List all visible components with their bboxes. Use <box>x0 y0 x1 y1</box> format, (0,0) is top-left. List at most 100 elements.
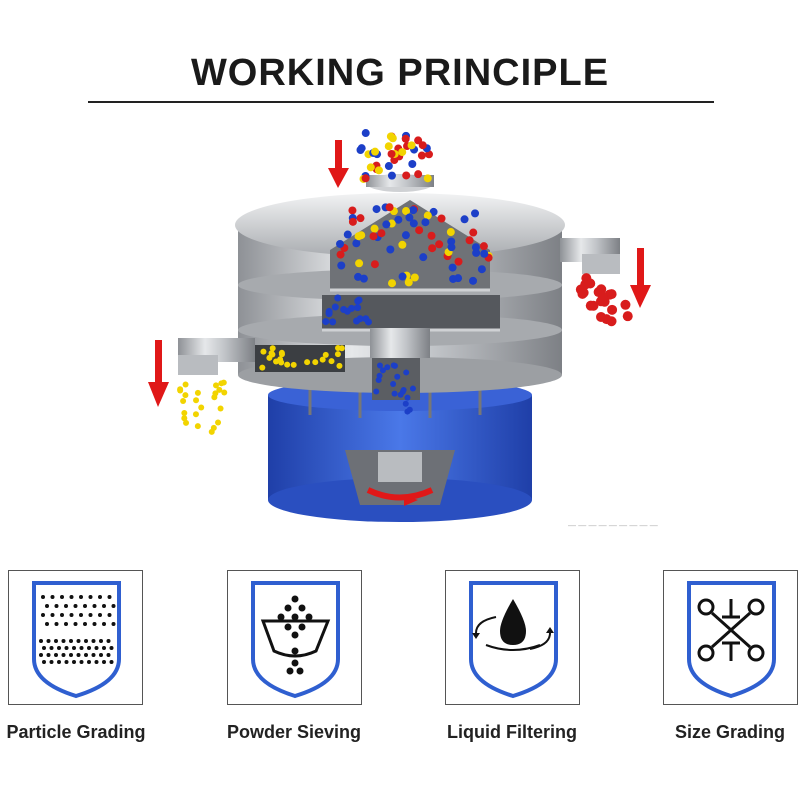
icon-dot <box>298 604 306 612</box>
particle <box>336 250 345 259</box>
feature-label-liquid-filtering: Liquid Filtering <box>447 722 577 742</box>
icon-dot <box>73 622 78 626</box>
icon-dot <box>60 595 64 599</box>
icon-dot <box>91 639 96 643</box>
icon-dot <box>107 595 112 599</box>
icon-dot <box>111 604 116 608</box>
particle <box>479 242 488 251</box>
particle <box>181 410 188 417</box>
icon-dot <box>50 595 55 599</box>
icon-dot <box>83 604 87 608</box>
particle <box>480 249 489 258</box>
particle <box>273 358 280 365</box>
particle <box>384 162 393 171</box>
particle <box>371 147 380 156</box>
particle <box>401 231 410 240</box>
icon-dot <box>92 604 97 608</box>
particle <box>208 428 215 435</box>
particle <box>469 228 478 237</box>
particle <box>449 274 458 283</box>
icon-dot <box>284 604 292 612</box>
particle <box>340 306 348 314</box>
particle <box>398 148 407 157</box>
particle <box>620 299 631 310</box>
particle <box>269 345 276 352</box>
particle <box>404 394 411 401</box>
particle <box>376 362 383 369</box>
particle <box>377 229 386 238</box>
particle-grading-icon <box>32 581 121 699</box>
particle <box>406 406 413 413</box>
particle <box>428 244 437 253</box>
particle <box>216 386 223 393</box>
icon-dot <box>64 604 68 608</box>
particle <box>329 318 337 326</box>
particle <box>361 129 370 138</box>
particle <box>370 260 379 269</box>
particle <box>334 345 341 352</box>
icon-dot <box>39 653 43 657</box>
icon-dot <box>46 653 51 657</box>
particle <box>408 160 417 169</box>
particle <box>376 372 383 379</box>
particle <box>198 404 205 411</box>
icon-dot <box>54 653 58 657</box>
particle <box>402 171 411 180</box>
particle <box>405 213 414 222</box>
size-grading-icon <box>687 581 776 699</box>
icon-dot <box>277 613 285 621</box>
icon-dot <box>49 660 54 664</box>
icon-dot <box>79 613 83 617</box>
icon-dot <box>64 622 68 626</box>
particle <box>312 359 319 366</box>
icon-dot <box>109 660 114 664</box>
particle <box>354 304 362 312</box>
icon-dot <box>107 613 112 617</box>
particle <box>401 134 410 143</box>
particle <box>596 311 607 322</box>
particle <box>414 170 423 179</box>
particle <box>398 240 407 249</box>
particle <box>580 279 591 290</box>
icon-dot <box>76 653 81 657</box>
particle <box>180 398 187 405</box>
coarse-outlet-arrow <box>630 248 651 308</box>
icon-dot <box>57 660 61 664</box>
particle <box>322 351 329 358</box>
icon-dot <box>61 639 66 643</box>
icon-dot <box>84 639 88 643</box>
particle <box>328 358 335 365</box>
particle <box>221 389 228 396</box>
particle <box>477 265 486 274</box>
particle <box>211 394 218 401</box>
particle <box>415 226 424 235</box>
particle <box>414 136 423 145</box>
icon-dot <box>111 622 116 626</box>
icon-dot <box>102 604 106 608</box>
particle <box>421 218 430 227</box>
icon-dot <box>42 646 46 650</box>
particle <box>424 150 433 159</box>
particle <box>423 174 432 183</box>
particle <box>269 351 276 358</box>
particle <box>183 419 190 426</box>
svg-text:— — — — — — — — —: — — — — — — — — — <box>568 521 658 530</box>
particle <box>410 273 419 282</box>
page-title: WORKING PRINCIPLE <box>190 52 610 94</box>
motor-base <box>268 379 532 522</box>
particle <box>427 231 436 240</box>
icon-dot <box>88 613 93 617</box>
particle <box>284 361 291 368</box>
particle <box>278 351 285 358</box>
particle <box>353 317 361 325</box>
particle <box>355 259 364 268</box>
icon-dot <box>69 613 74 617</box>
particle <box>348 217 357 226</box>
icon-dot <box>94 646 99 650</box>
particle <box>215 419 222 426</box>
icon-dot <box>42 660 46 664</box>
particle <box>362 315 370 323</box>
particles <box>177 129 633 435</box>
vibrating-sieve-illustration: — — — — — — — — — <box>148 129 658 530</box>
feature-label-size-grading: Size Grading <box>674 722 786 742</box>
